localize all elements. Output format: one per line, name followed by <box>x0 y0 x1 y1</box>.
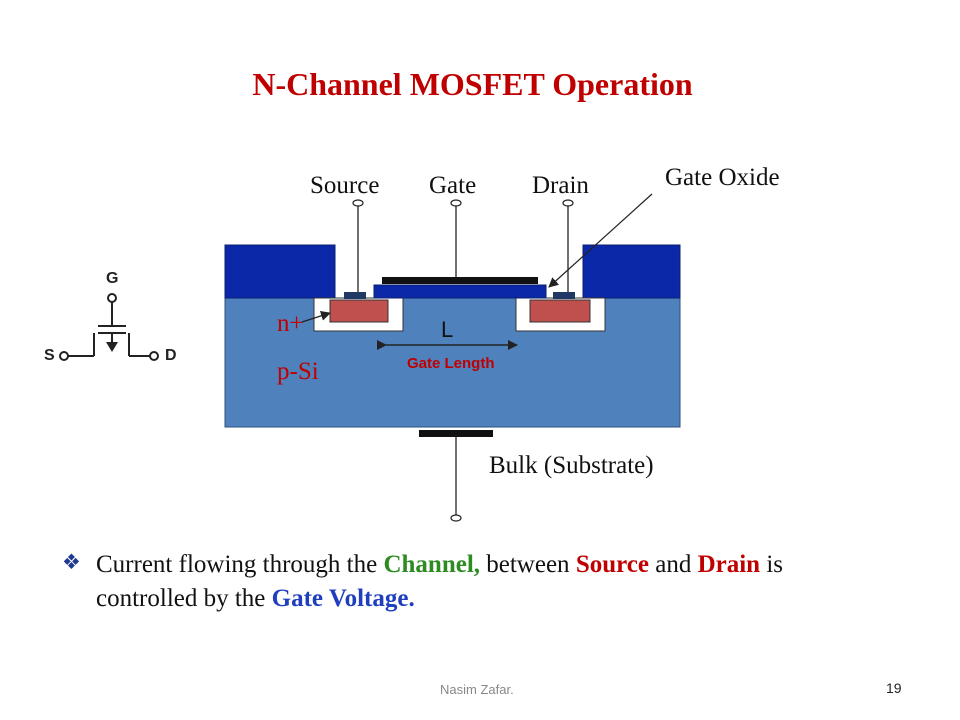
n-plus-pointer <box>301 310 331 323</box>
gate-label: Gate <box>429 172 477 199</box>
source-label: Source <box>310 172 380 199</box>
length-symbol: L <box>441 317 454 342</box>
bulk-contact-plate <box>419 430 493 437</box>
symbol-drain-letter: D <box>165 347 177 364</box>
gate-electrode <box>382 277 538 284</box>
gate-voltage-term: Gate Voltage. <box>271 585 415 612</box>
channel-term: Channel, <box>383 551 481 578</box>
source-term: Source <box>575 551 649 578</box>
footer-author: Nasim Zafar. <box>440 682 514 697</box>
nmos-circuit-symbol <box>59 293 159 361</box>
symbol-source-letter: S <box>44 347 55 364</box>
gate-terminal <box>450 199 462 207</box>
drain-terminal <box>562 199 574 207</box>
gate-oxide-label: Gate Oxide <box>665 164 780 191</box>
diamond-bullet-icon: ❖ <box>62 550 81 574</box>
field-oxide-right <box>582 244 681 299</box>
slide-title: N-Channel MOSFET Operation <box>252 66 693 102</box>
drain-n-plus-region <box>529 299 591 323</box>
n-plus-label: n+ <box>277 310 304 337</box>
source-n-plus-region <box>329 299 389 323</box>
source-contact <box>344 292 366 299</box>
source-terminal <box>352 199 364 207</box>
page-number: 19 <box>886 680 902 696</box>
bullet-text: Current flowing through the Channel, bet… <box>96 551 784 612</box>
bullet-point: ❖ Current flowing through the Channel, b… <box>62 548 882 616</box>
drain-contact <box>553 292 575 299</box>
drain-term: Drain <box>697 551 761 578</box>
field-oxide-left <box>224 244 336 299</box>
gate-length-label: Gate Length <box>407 355 495 372</box>
p-si-label: p-Si <box>277 358 319 385</box>
drain-label: Drain <box>532 172 589 199</box>
gate-oxide <box>373 284 547 299</box>
bulk-label: Bulk (Substrate) <box>489 452 654 479</box>
symbol-gate-letter: G <box>106 270 119 287</box>
bulk-terminal <box>450 514 462 522</box>
gate-oxide-pointer <box>548 193 653 288</box>
